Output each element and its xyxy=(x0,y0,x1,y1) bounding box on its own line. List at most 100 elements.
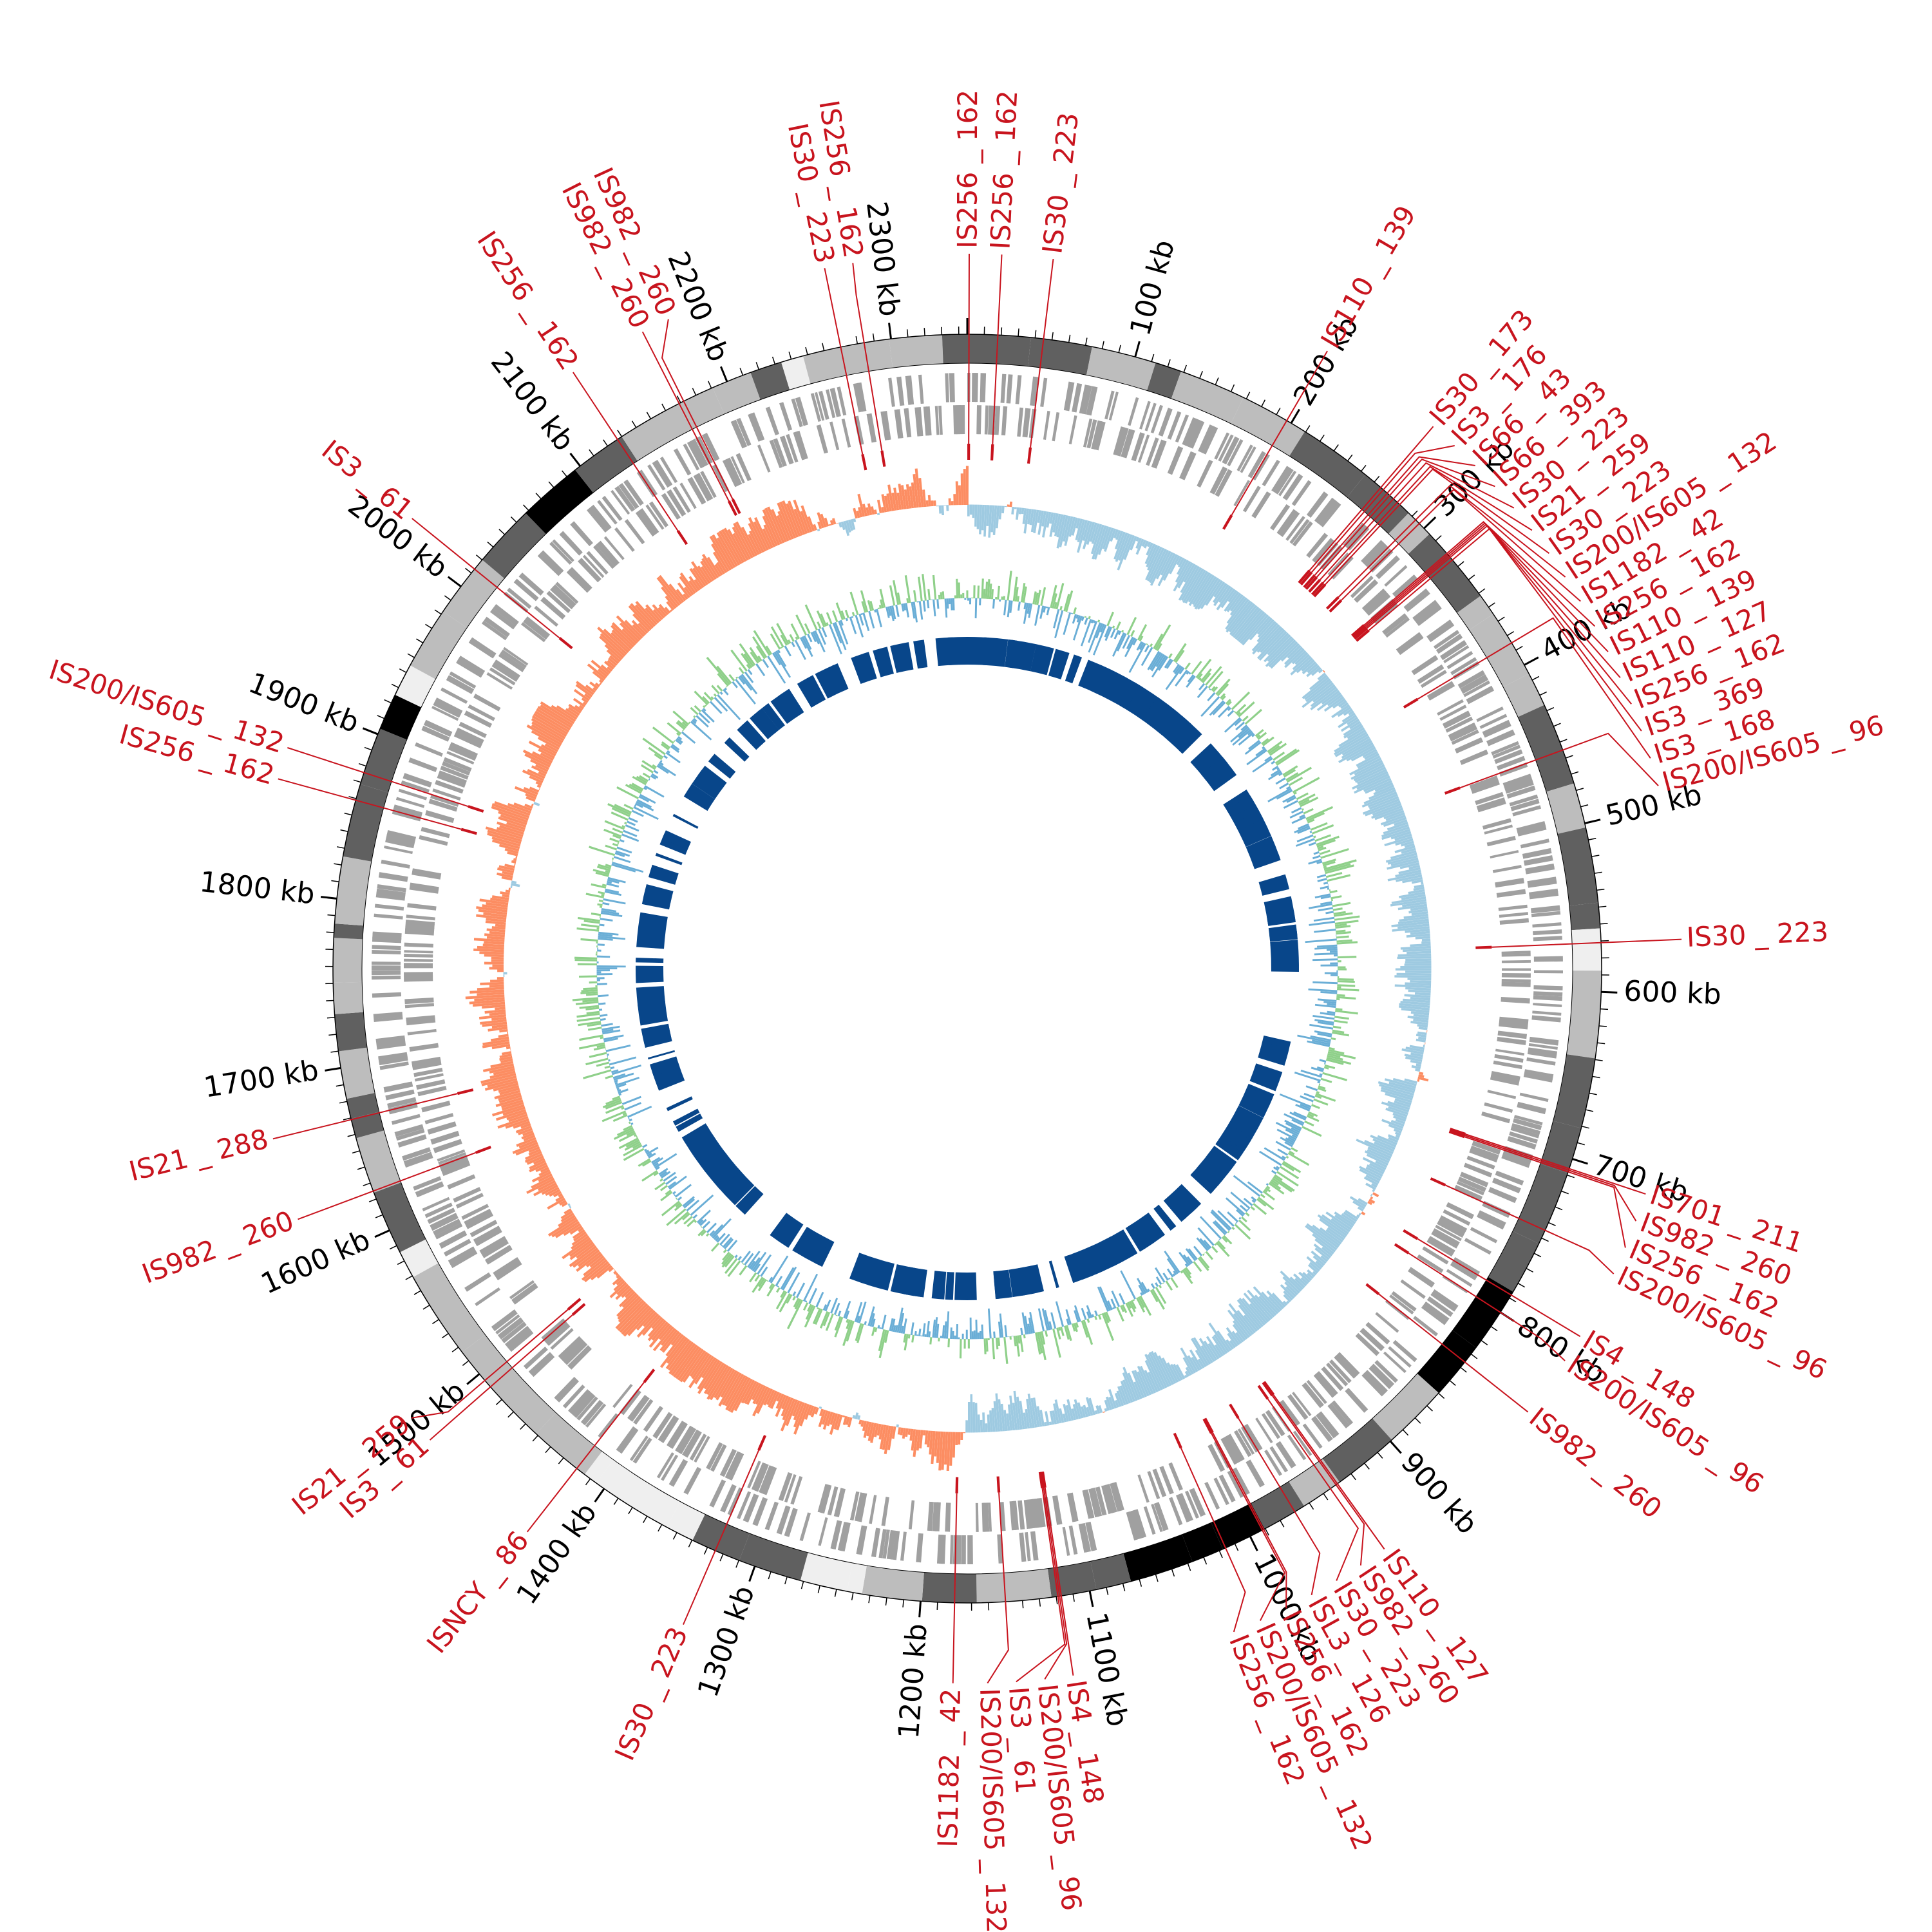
minor-tick xyxy=(1101,341,1104,349)
gc-skew-bar xyxy=(1029,509,1034,526)
gc-content-bar xyxy=(880,599,884,609)
gc-skew-bar xyxy=(1135,536,1140,542)
gc-skew-bar xyxy=(600,632,626,657)
gc-skew-bar xyxy=(532,751,553,764)
gc-content-bar xyxy=(1294,825,1310,833)
homology-block xyxy=(1065,654,1083,684)
gc-content-bar xyxy=(1283,769,1296,778)
gc-content-bar xyxy=(1319,1073,1323,1076)
gene xyxy=(409,884,439,894)
gc-content-bar xyxy=(1299,814,1305,819)
gc-content-bar xyxy=(691,719,697,724)
gc-skew-bar xyxy=(1401,1048,1424,1055)
gc-content-bar xyxy=(792,1291,797,1296)
gc-content-bar xyxy=(641,1160,652,1167)
gc-content-bar xyxy=(879,589,886,608)
gc-content-bar xyxy=(1287,1152,1310,1166)
gc-skew-bar xyxy=(1065,1405,1072,1421)
gc-content-bar xyxy=(752,1276,764,1293)
gc-skew-bar xyxy=(659,1335,686,1368)
gc-skew-bar xyxy=(963,469,966,506)
gc-content-bar xyxy=(602,1029,621,1035)
homology-block xyxy=(681,1123,709,1144)
gc-skew-bar xyxy=(1357,768,1387,785)
gc-content-bar xyxy=(1269,743,1287,756)
gc-content-bar xyxy=(602,1099,622,1108)
gene xyxy=(816,424,828,454)
gc-content-bar xyxy=(1227,1211,1239,1223)
gc-content-bar xyxy=(1266,1186,1271,1189)
gc-content-bar xyxy=(579,1005,600,1009)
gc-skew-bar xyxy=(659,1329,678,1352)
gc-content-bar xyxy=(1107,1300,1113,1311)
gene xyxy=(549,542,573,565)
gc-content-bar xyxy=(1267,770,1282,781)
gc-skew-bar xyxy=(1403,948,1431,952)
ideogram-band xyxy=(482,513,546,579)
gc-content-bar xyxy=(1117,630,1122,636)
gene xyxy=(1429,623,1455,643)
gene xyxy=(415,742,443,757)
gc-content-bar xyxy=(814,630,826,652)
gene xyxy=(918,374,924,404)
gc-skew-bar xyxy=(490,897,509,903)
gc-skew-bar xyxy=(487,1077,518,1088)
gc-content-bar xyxy=(1227,707,1232,712)
gene xyxy=(432,788,461,801)
gc-content-bar xyxy=(1265,1187,1271,1193)
gene xyxy=(1531,905,1560,914)
gc-skew-bar xyxy=(499,1056,513,1061)
gc-content-bar xyxy=(1324,1062,1326,1065)
gc-content-bar xyxy=(585,993,598,996)
gene xyxy=(443,1238,471,1257)
gene xyxy=(700,471,717,498)
gc-skew-bar xyxy=(1407,1016,1429,1021)
gc-skew-bar xyxy=(585,685,596,694)
gc-content-bar xyxy=(918,601,923,620)
gc-content-bar xyxy=(1321,858,1336,865)
gene xyxy=(1444,713,1471,729)
minor-tick xyxy=(1051,332,1054,340)
gene xyxy=(576,1396,598,1421)
gc-content-bar xyxy=(724,687,727,691)
gc-skew-bar xyxy=(840,521,846,531)
gc-content-bar xyxy=(1334,920,1359,925)
gc-content-bar xyxy=(1317,846,1324,849)
gc-skew-bar xyxy=(1350,746,1376,762)
gc-skew-bar xyxy=(712,534,734,569)
minor-tick xyxy=(658,1524,663,1532)
gc-skew-bar xyxy=(530,759,550,770)
gc-skew-bar xyxy=(498,816,527,828)
gc-skew-bar xyxy=(599,682,602,686)
gene xyxy=(784,1474,797,1503)
gc-skew-bar xyxy=(1268,639,1296,668)
homology-block xyxy=(762,703,785,730)
gene xyxy=(1422,1246,1449,1265)
gene xyxy=(1501,981,1531,987)
gc-skew-bar xyxy=(1114,1399,1119,1408)
gc-skew-bar xyxy=(1217,1330,1232,1351)
gc-content-bar xyxy=(895,604,900,617)
gc-skew-bar xyxy=(1421,941,1431,944)
major-tick xyxy=(1389,1440,1402,1454)
gc-skew-bar xyxy=(781,1396,789,1410)
ideogram-band xyxy=(1457,596,1493,630)
gc-skew-bar xyxy=(638,622,649,634)
gc-content-bar xyxy=(834,1316,844,1338)
gene xyxy=(1520,838,1549,849)
gc-skew-bar xyxy=(498,1084,520,1093)
gc-content-bar xyxy=(677,735,683,741)
gc-skew-bar xyxy=(1291,650,1307,665)
gc-content-bar xyxy=(665,1189,672,1195)
gc-content-bar xyxy=(1004,1325,1008,1338)
gc-content-bar xyxy=(606,1053,609,1056)
gene xyxy=(719,1448,737,1477)
gc-content-bar xyxy=(959,1338,962,1359)
gc-skew-bar xyxy=(1334,1215,1354,1229)
homology-block xyxy=(1260,881,1290,896)
ideogram-band xyxy=(334,1012,368,1052)
gc-content-bar xyxy=(1074,1310,1079,1323)
gene xyxy=(438,770,468,786)
gc-content-bar xyxy=(1168,653,1173,659)
gc-skew-bar xyxy=(855,1412,859,1419)
